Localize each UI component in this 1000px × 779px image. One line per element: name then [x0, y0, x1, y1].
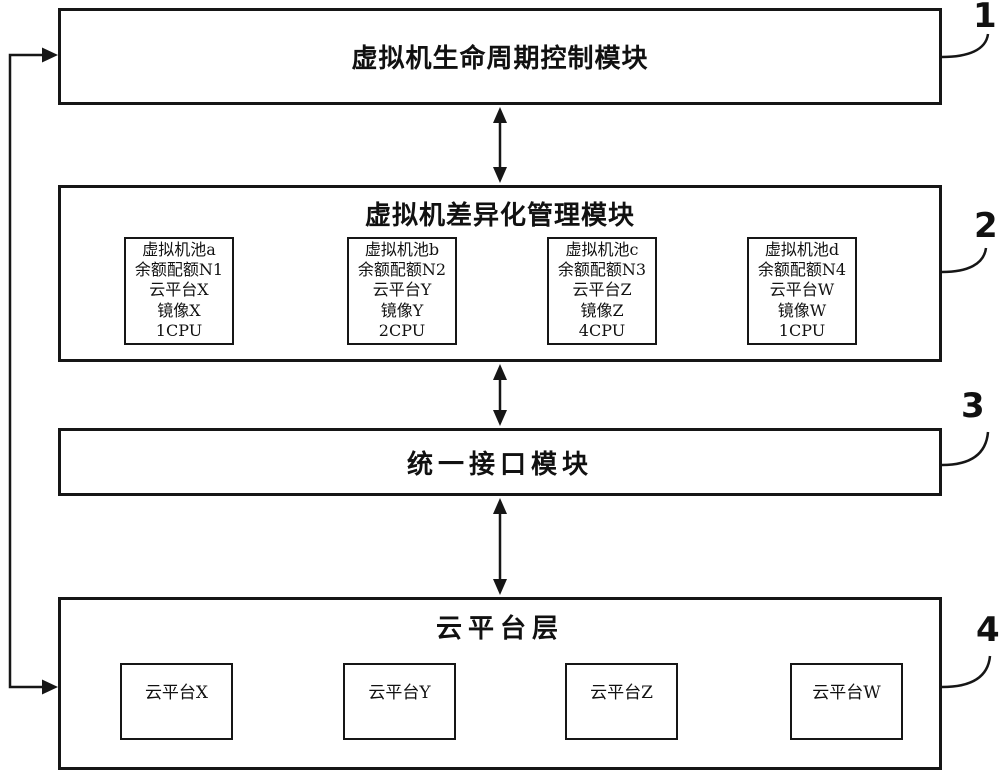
cloud-platform-label: 云平台X: [144, 683, 209, 703]
ref-number-3: 3: [961, 386, 985, 426]
pool-cpu: 4CPU: [578, 320, 626, 340]
module-lifecycle-title: 虚拟机生命周期控制模块: [351, 44, 649, 74]
module-unified-interface: 统一接口模块: [58, 428, 942, 496]
cloud-platform-label: 云平台W: [812, 683, 881, 703]
vm-pool-c: 虚拟机池c 余额配额N3 云平台Z 镜像Z 4CPU: [547, 237, 657, 345]
vm-pool-d: 虚拟机池d 余额配额N4 云平台W 镜像W 1CPU: [747, 237, 857, 345]
ref-number-4: 4: [976, 610, 1000, 650]
module-differentiation-management: 虚拟机差异化管理模块 虚拟机池a 余额配额N1 云平台X 镜像X 1CPU 虚拟…: [58, 185, 942, 362]
module-lifecycle-control: 虚拟机生命周期控制模块: [58, 8, 942, 105]
arrowhead-up-3: [493, 498, 507, 514]
cloud-platform-label: 云平台Y: [368, 683, 431, 703]
arrowhead-down-3: [493, 579, 507, 595]
pool-platform: 云平台X: [149, 280, 209, 300]
arrowhead-into-lifecycle: [42, 47, 58, 63]
leader-curve-2: [941, 247, 988, 274]
module-cloud-platform-layer: 云平台层 云平台X 云平台Y 云平台Z 云平台W: [58, 597, 942, 770]
arrowhead-down-2: [493, 410, 507, 426]
pool-platform: 云平台W: [769, 280, 835, 300]
vm-pool-a: 虚拟机池a 余额配额N1 云平台X 镜像X 1CPU: [124, 237, 234, 345]
vm-pool-b: 虚拟机池b 余额配额N2 云平台Y 镜像Y 2CPU: [347, 237, 457, 345]
pool-platform: 云平台Y: [372, 280, 432, 300]
pool-quota: 余额配额N3: [557, 260, 647, 280]
arrowhead-down-1: [493, 167, 507, 183]
ref-number-2: 2: [974, 206, 998, 246]
cloud-platform-w: 云平台W: [790, 663, 903, 740]
leader-curve-1: [941, 33, 990, 59]
module-differentiation-title: 虚拟机差异化管理模块: [364, 201, 635, 231]
cloud-platform-y: 云平台Y: [343, 663, 456, 740]
left-feedback-line: [8, 53, 44, 689]
pool-image: 镜像W: [777, 300, 827, 320]
leader-curve-3: [941, 431, 990, 467]
cloud-platform-z: 云平台Z: [565, 663, 678, 740]
pool-name: 虚拟机池d: [764, 240, 840, 259]
pool-cpu: 1CPU: [778, 320, 826, 340]
pool-platform: 云平台Z: [572, 280, 632, 300]
module-interface-title: 统一接口模块: [406, 449, 593, 480]
pool-quota: 余额配额N1: [134, 260, 224, 280]
pool-cpu: 2CPU: [378, 320, 426, 340]
cloud-platform-label: 云平台Z: [590, 683, 653, 703]
pool-image: 镜像Z: [580, 300, 624, 320]
arrowhead-up-2: [493, 364, 507, 380]
pool-quota: 余额配额N4: [757, 260, 847, 280]
pool-image: 镜像X: [157, 300, 201, 320]
leader-curve-4: [941, 655, 992, 689]
pool-quota: 余额配额N2: [357, 260, 447, 280]
cloud-platform-x: 云平台X: [120, 663, 233, 740]
pool-cpu: 1CPU: [155, 320, 203, 340]
module-cloud-title: 云平台层: [435, 614, 564, 644]
pool-name: 虚拟机池c: [565, 240, 639, 259]
pool-name: 虚拟机池b: [364, 240, 440, 259]
pool-name: 虚拟机池a: [142, 240, 216, 259]
arrowhead-into-cloud: [42, 679, 58, 695]
pool-image: 镜像Y: [380, 300, 424, 320]
ref-number-1: 1: [973, 0, 997, 36]
arrowhead-up-1: [493, 107, 507, 123]
